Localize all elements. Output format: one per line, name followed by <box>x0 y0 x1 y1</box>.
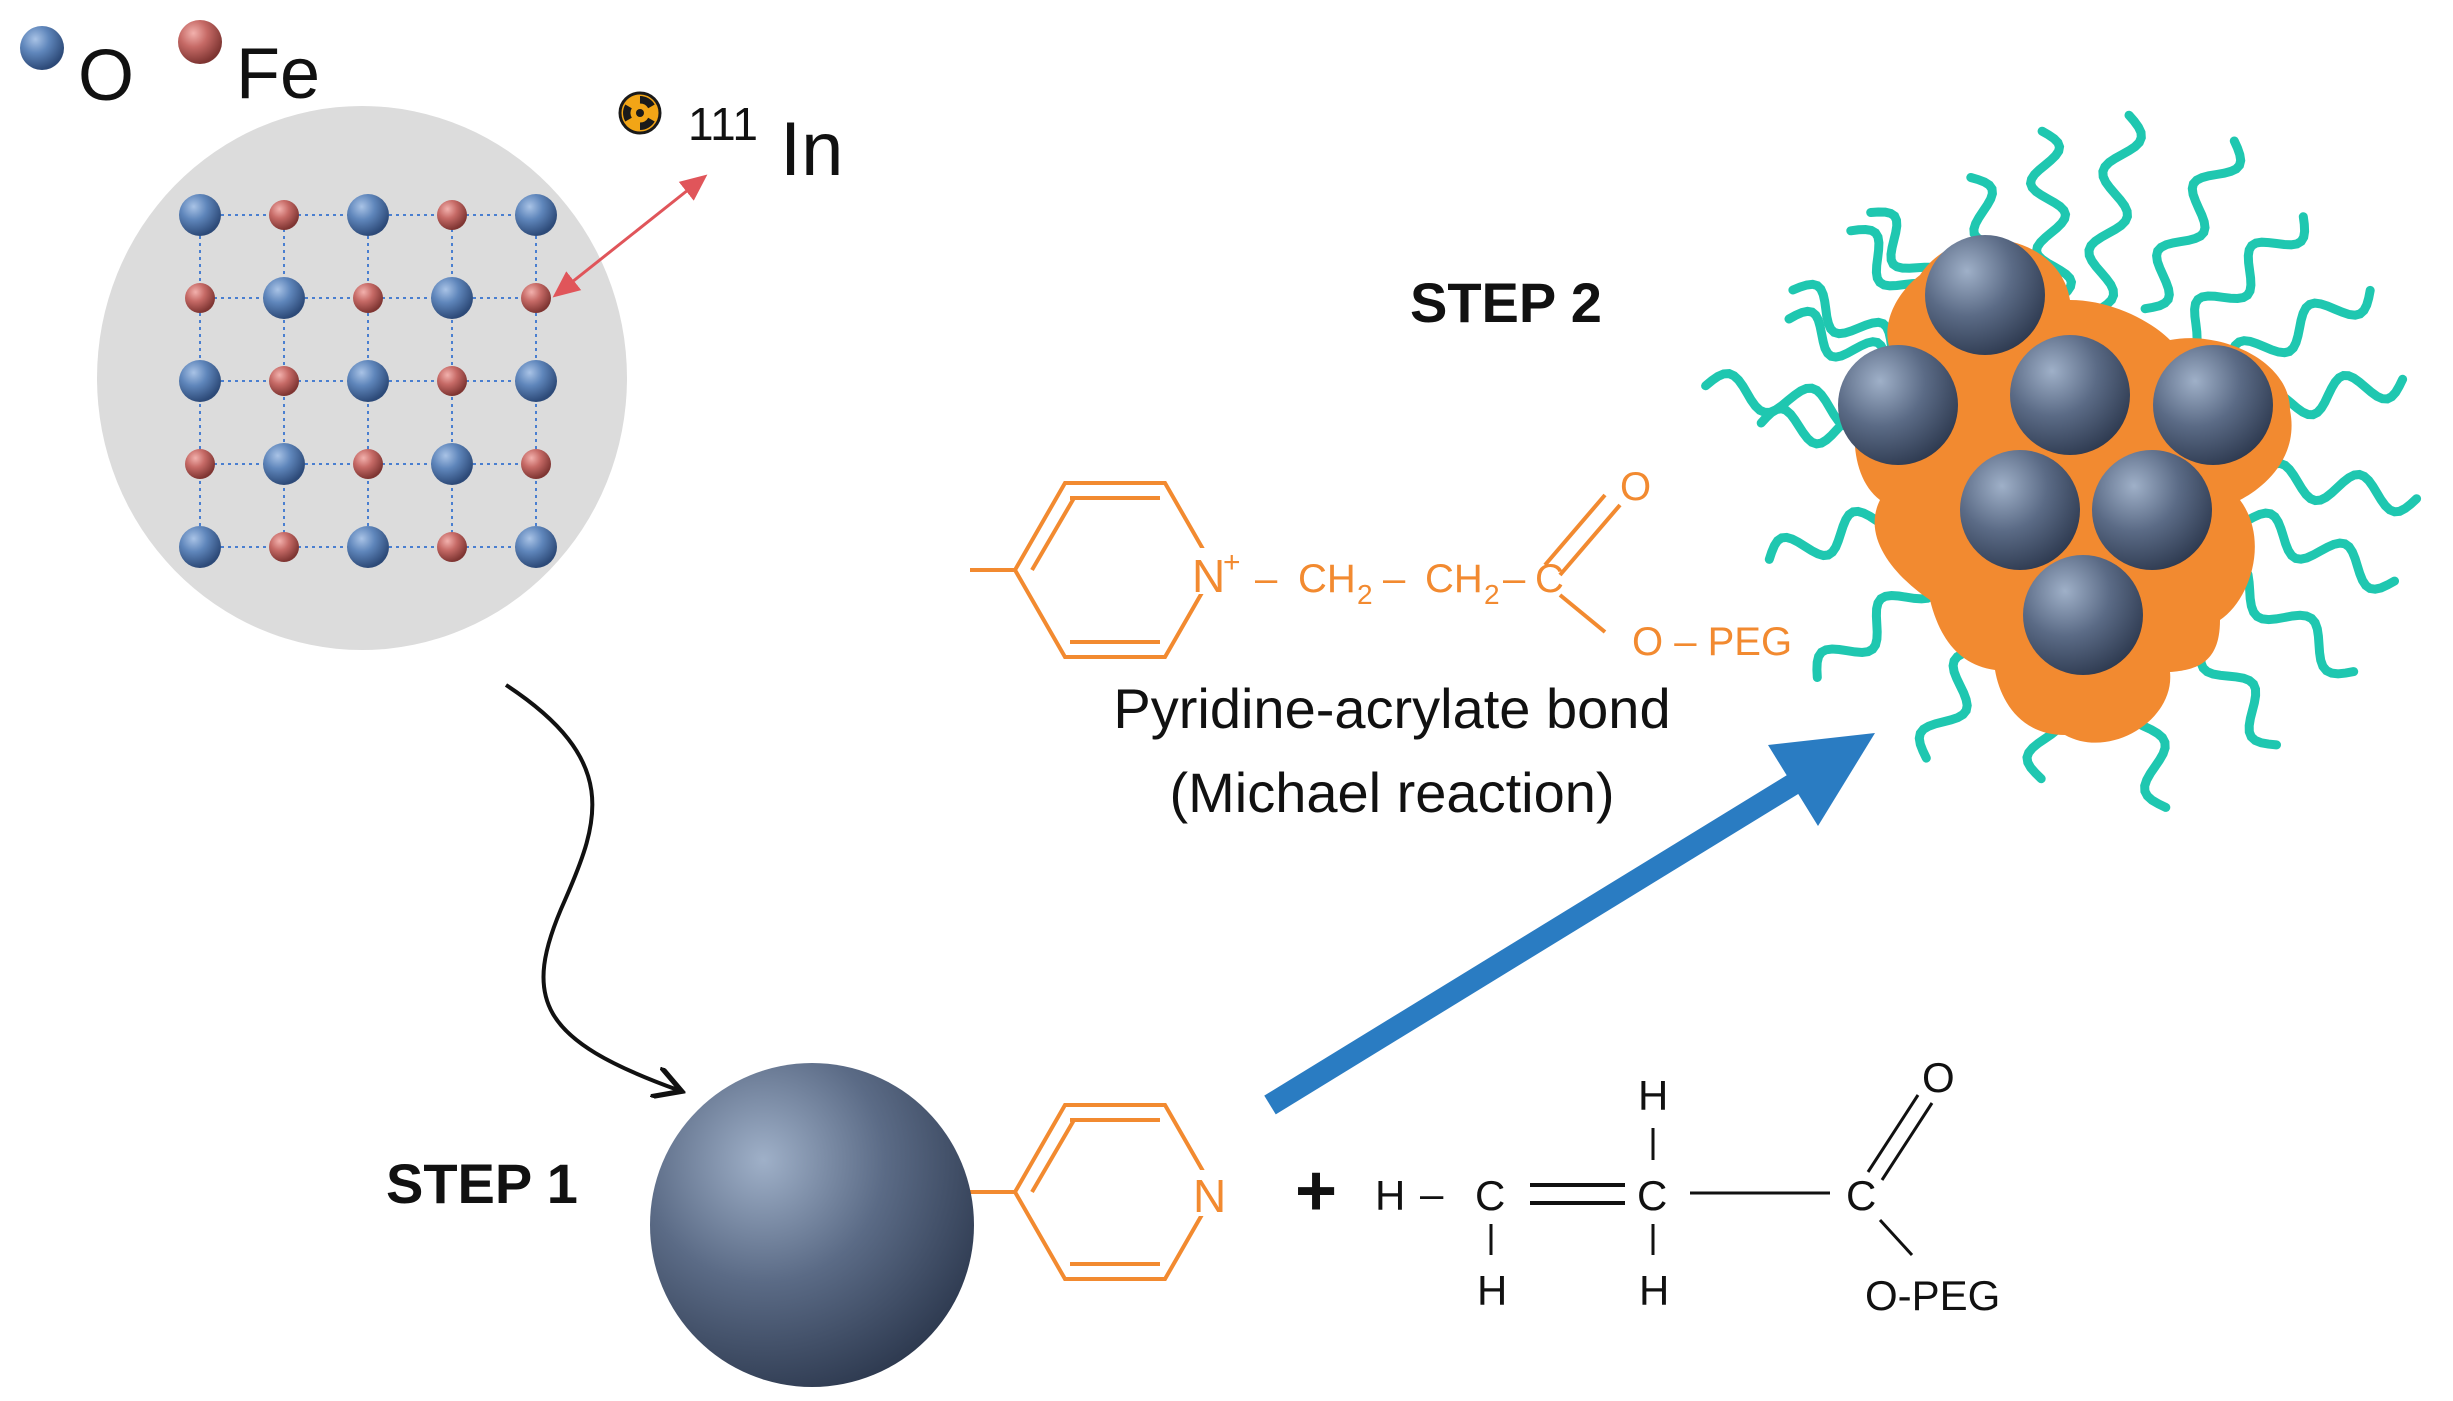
cluster-nanoparticle <box>1925 235 2045 355</box>
oxygen-atom <box>347 360 389 402</box>
iron-atom <box>521 449 551 479</box>
bond-oxygen: O <box>1620 465 1651 509</box>
bond-ch2-b-sub: 2 <box>1484 579 1500 610</box>
iron-atom <box>521 283 551 313</box>
peg-chain <box>2164 212 2310 357</box>
pyridinium-acrylate-structure: N + – CH 2 – CH 2 – C O O – PEG Pyridine… <box>970 465 1792 824</box>
acrylate-h-bottom2: H <box>1639 1267 1669 1314</box>
oxygen-legend-label: O <box>78 36 134 116</box>
acrylate-h-top: H <box>1638 1072 1668 1119</box>
iron-atom <box>353 449 383 479</box>
bond-ch2-a: CH <box>1298 557 1356 601</box>
cluster-nanoparticle <box>2092 450 2212 570</box>
legend: O Fe <box>20 20 320 116</box>
acrylate-c3: C <box>1846 1172 1876 1219</box>
bond-caption-line1: Pyridine-acrylate bond <box>1113 677 1670 740</box>
cluster-nanoparticle <box>2153 345 2273 465</box>
acrylate-c2: C <box>1637 1172 1667 1219</box>
bond-plus-charge: + <box>1223 546 1241 579</box>
bond-dash-3: – <box>1503 557 1526 601</box>
bond-o-peg: O – PEG <box>1632 620 1792 664</box>
reaction-plus-sign: + <box>1295 1151 1337 1231</box>
acrylate-o-peg: O-PEG <box>1865 1272 2000 1319</box>
oxygen-atom <box>431 443 473 485</box>
radiation-icon <box>618 91 662 135</box>
oxygen-atom <box>347 526 389 568</box>
oxygen-legend-dot <box>20 26 64 70</box>
reaction-arrow <box>1264 733 1875 1115</box>
step1-label: STEP 1 <box>386 1152 578 1215</box>
cluster-nanoparticle <box>1838 345 1958 465</box>
pegylated-nanoparticle-cluster <box>1701 110 2422 812</box>
peg-chain <box>2140 136 2246 314</box>
oxygen-atom <box>515 194 557 236</box>
oxygen-atom <box>515 360 557 402</box>
step2-label: STEP 2 <box>1410 271 1602 334</box>
pyridine-nanoparticle: N <box>650 1063 1230 1387</box>
oxygen-atom <box>515 526 557 568</box>
bond-caption-line2: (Michael reaction) <box>1169 761 1614 824</box>
iron-legend-label: Fe <box>236 34 320 114</box>
pyridine-nitrogen: N <box>1193 1170 1226 1222</box>
bond-dash-2: – <box>1383 557 1406 601</box>
oxygen-atom <box>347 194 389 236</box>
bond-ch2-b: CH <box>1425 557 1483 601</box>
iron-atom <box>437 366 467 396</box>
isotope-double-arrow <box>552 174 708 298</box>
acrylate-h-bottom1: H <box>1477 1267 1507 1314</box>
bond-dash-1: – <box>1255 557 1278 601</box>
oxygen-atom <box>179 194 221 236</box>
iron-atom <box>269 366 299 396</box>
oxygen-atom <box>263 277 305 319</box>
iron-atom <box>437 532 467 562</box>
cluster-nanoparticle <box>1960 450 2080 570</box>
acrylate-dash: – <box>1420 1170 1444 1217</box>
peg-chain <box>2084 110 2146 317</box>
bond-ch2-a-sub: 2 <box>1357 579 1373 610</box>
isotope-symbol: In <box>780 107 843 192</box>
crystal-lattice <box>97 106 627 650</box>
bond-carbon: C <box>1535 557 1564 601</box>
oxygen-atom <box>179 360 221 402</box>
acrylate-h-left: H <box>1375 1172 1405 1219</box>
oxygen-atom <box>179 526 221 568</box>
cluster-spheres <box>1838 235 2273 675</box>
acrylate-o-top: O <box>1922 1054 1955 1101</box>
iron-oxide-nanoparticle <box>650 1063 974 1387</box>
lattice-atoms <box>179 194 557 568</box>
oxygen-atom <box>263 443 305 485</box>
peg-chain <box>2025 126 2077 306</box>
isotope-label: 111 In <box>618 91 843 192</box>
isotope-mass-number: 111 <box>688 98 758 150</box>
iron-atom <box>269 532 299 562</box>
acrylate-c1: C <box>1475 1172 1505 1219</box>
iron-atom <box>437 200 467 230</box>
acrylate-peg-molecule: H – C C C H H H O O-PEG <box>1375 1054 2000 1319</box>
cluster-nanoparticle <box>2010 335 2130 455</box>
oxygen-atom <box>431 277 473 319</box>
iron-atom <box>185 449 215 479</box>
curved-process-arrow <box>504 683 678 1090</box>
iron-atom <box>353 283 383 313</box>
bond-nitrogen: N <box>1192 550 1225 602</box>
iron-atom <box>185 283 215 313</box>
pyridine-ring <box>1012 1103 1218 1281</box>
cluster-nanoparticle <box>2023 555 2143 675</box>
iron-atom <box>269 200 299 230</box>
iron-legend-dot <box>178 20 222 64</box>
